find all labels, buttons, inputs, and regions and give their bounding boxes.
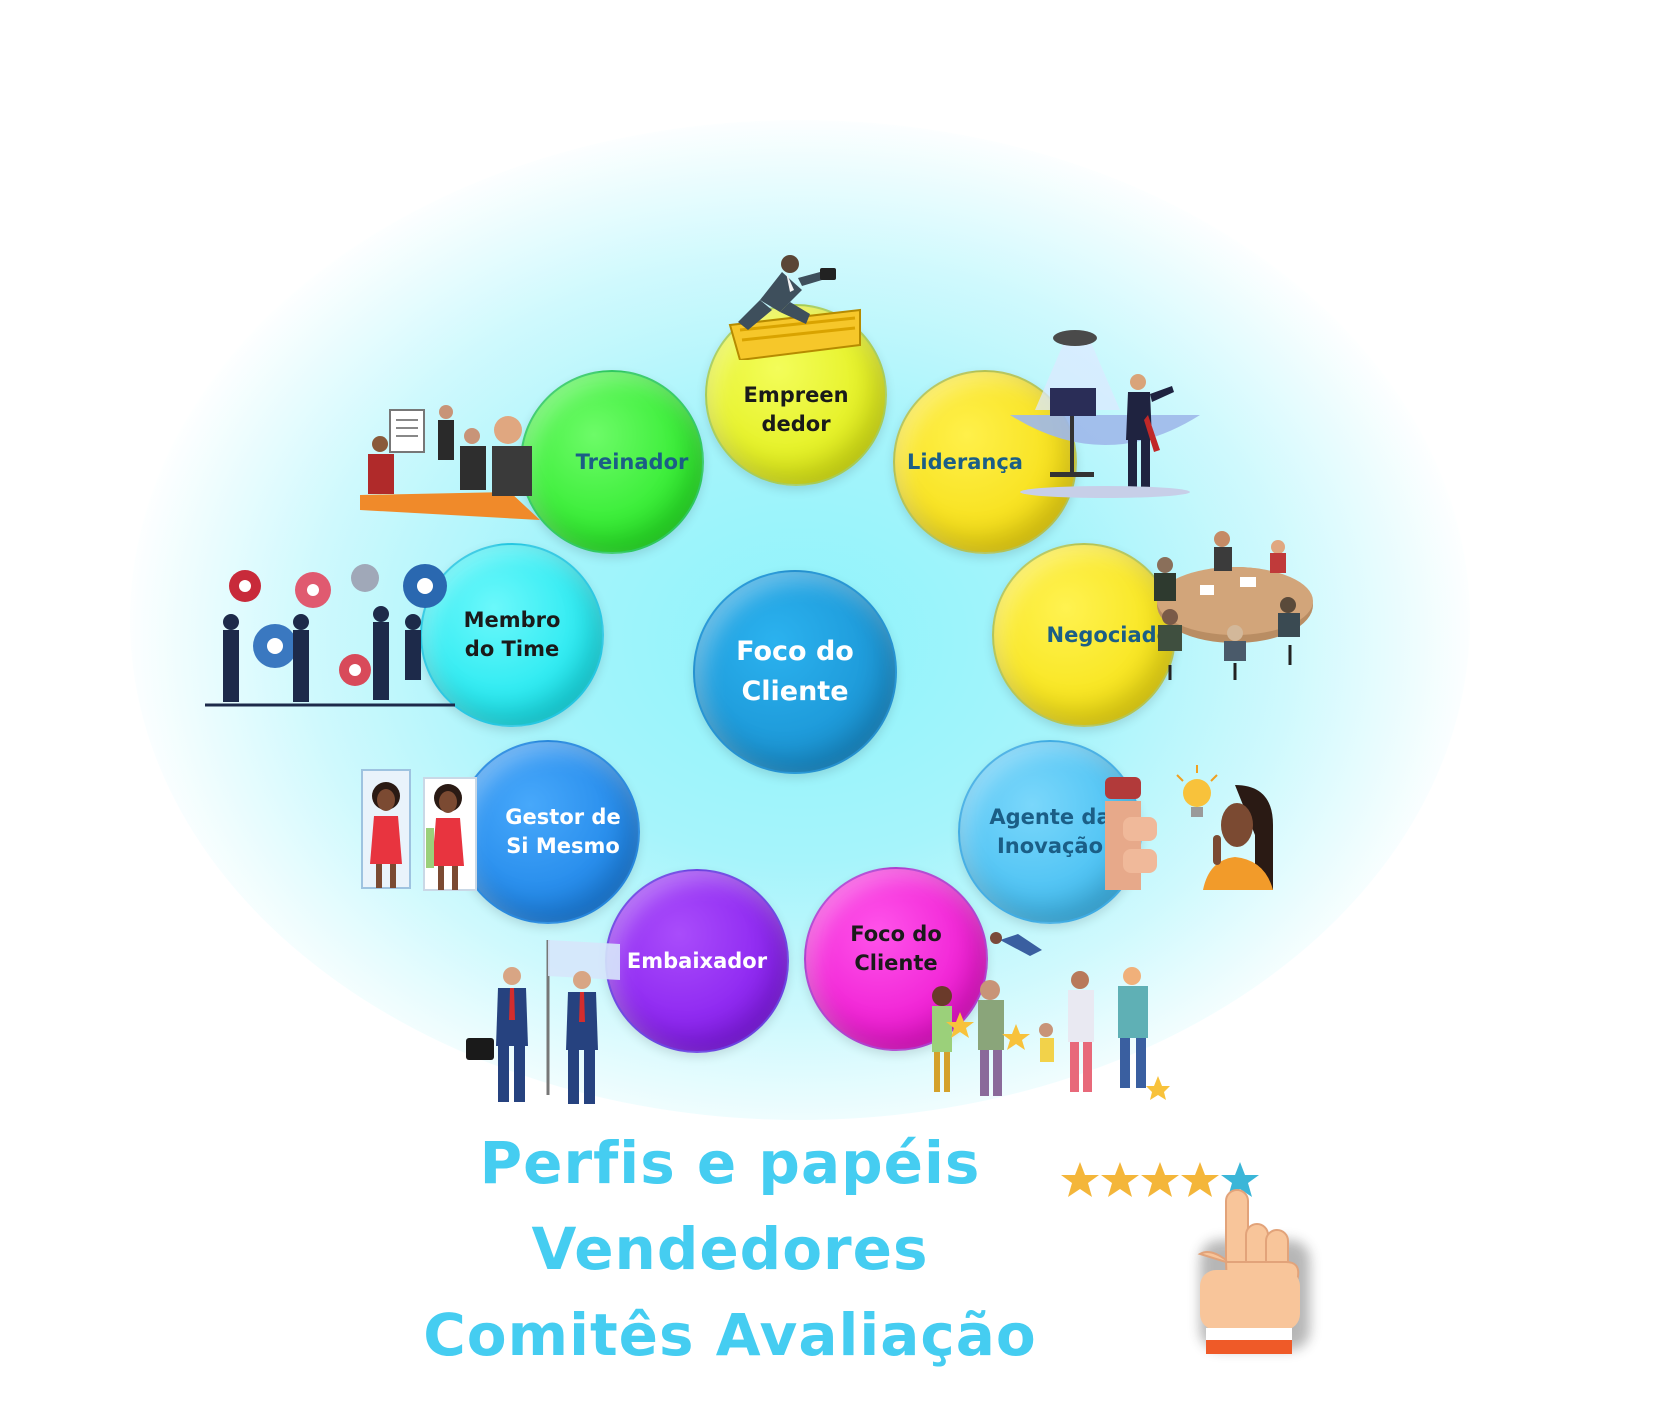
title-line-2: Vendedores [531,1215,929,1283]
speaker-podium-icon [1010,330,1200,498]
node-gestor-si-mesmo: Gestor de Si Mesmo [456,740,640,924]
hand-pointer-rating-icon [1061,1162,1310,1354]
hurdle-jumper-icon [728,255,861,360]
node-treinador: Treinador [520,370,704,554]
star-icon [1141,1162,1179,1197]
round-table-meeting-icon [1154,531,1313,680]
title-line-3: Comitês Avaliação [423,1301,1037,1369]
star-rating [1061,1162,1259,1197]
star-icon [1181,1162,1219,1197]
star-icon [1101,1162,1139,1197]
mirror-woman-icon [361,769,477,891]
node-membro-time: Membro do Time [420,543,604,727]
hand-icon [1197,1189,1300,1354]
team-gears-icon [205,564,455,707]
star-icon-selected [1221,1162,1259,1197]
center-node: Foco do Cliente [693,570,897,774]
customers-stars-icon [932,932,1170,1100]
training-presentation-icon [360,405,540,520]
node-embaixador: Embaixador [605,869,789,1053]
businessmen-flag-icon [466,940,620,1104]
title-line-1: Perfis e papéis [479,1129,981,1197]
title-block: Perfis e papéis Vendedores Comitês Avali… [330,1120,1130,1378]
star-icon [1061,1162,1099,1197]
center-label: Foco do Cliente [736,636,854,707]
idea-thumbs-up-icon [1105,765,1273,890]
